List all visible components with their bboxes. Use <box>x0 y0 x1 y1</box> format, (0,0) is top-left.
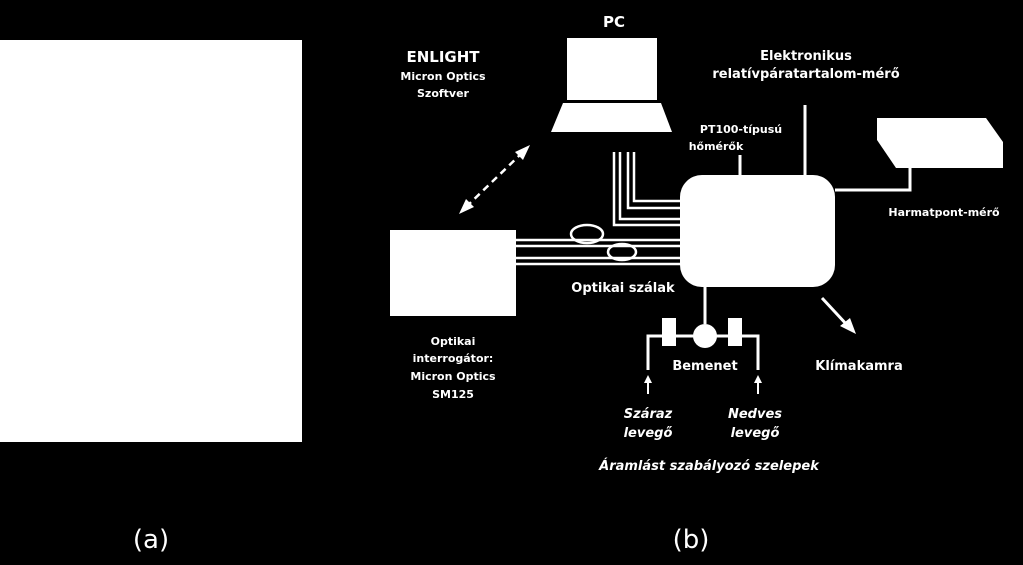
label-dry-air-1: Száraz <box>624 407 673 422</box>
sensor-probes <box>738 105 807 176</box>
data-link-arrow <box>459 145 530 214</box>
label-interrogator-4: SM125 <box>432 388 474 401</box>
pc-cables <box>612 152 680 227</box>
label-pt100-1: PT100-típusú <box>700 123 782 136</box>
label-software-3: Szoftver <box>417 87 470 100</box>
label-hygrometer-2: relatívpáratartalom-mérő <box>712 67 899 82</box>
chamber-pointer-arrow <box>820 296 856 334</box>
pc-laptop-icon <box>551 38 672 132</box>
label-inlet: Bemenet <box>672 359 737 374</box>
label-hygrometer-1: Elektronikus <box>760 49 852 64</box>
label-dry-air-2: levegő <box>624 426 673 441</box>
label-wet-air-1: Nedves <box>728 407 782 422</box>
label-pt100-2: hőmérők <box>689 140 744 153</box>
interrogator-box <box>390 230 516 316</box>
label-wet-air-2: levegő <box>731 426 780 441</box>
label-interrogator-1: Optikai <box>431 335 476 348</box>
label-fibers: Optikai szálak <box>571 281 675 296</box>
caption-a: (a) <box>133 525 169 555</box>
label-interrogator-2: interrogátor: <box>413 352 494 365</box>
airflow-up-arrows <box>644 375 762 394</box>
label-software-1: ENLIGHT <box>406 48 480 66</box>
climate-chamber <box>680 175 835 287</box>
label-chamber: Klímakamra <box>815 359 902 374</box>
optical-fibers <box>516 223 680 266</box>
dewpoint-meter-icon <box>835 118 1003 192</box>
label-interrogator-3: Micron Optics <box>410 370 496 383</box>
inlet-piping <box>646 287 760 370</box>
panel-a-image <box>0 40 302 442</box>
label-pc: PC <box>603 13 625 31</box>
caption-b: (b) <box>673 525 710 555</box>
label-valves: Áramlást szabályozó szelepek <box>598 458 820 474</box>
label-software-2: Micron Optics <box>400 70 486 83</box>
label-dewpoint: Harmatpont-mérő <box>888 206 1000 219</box>
